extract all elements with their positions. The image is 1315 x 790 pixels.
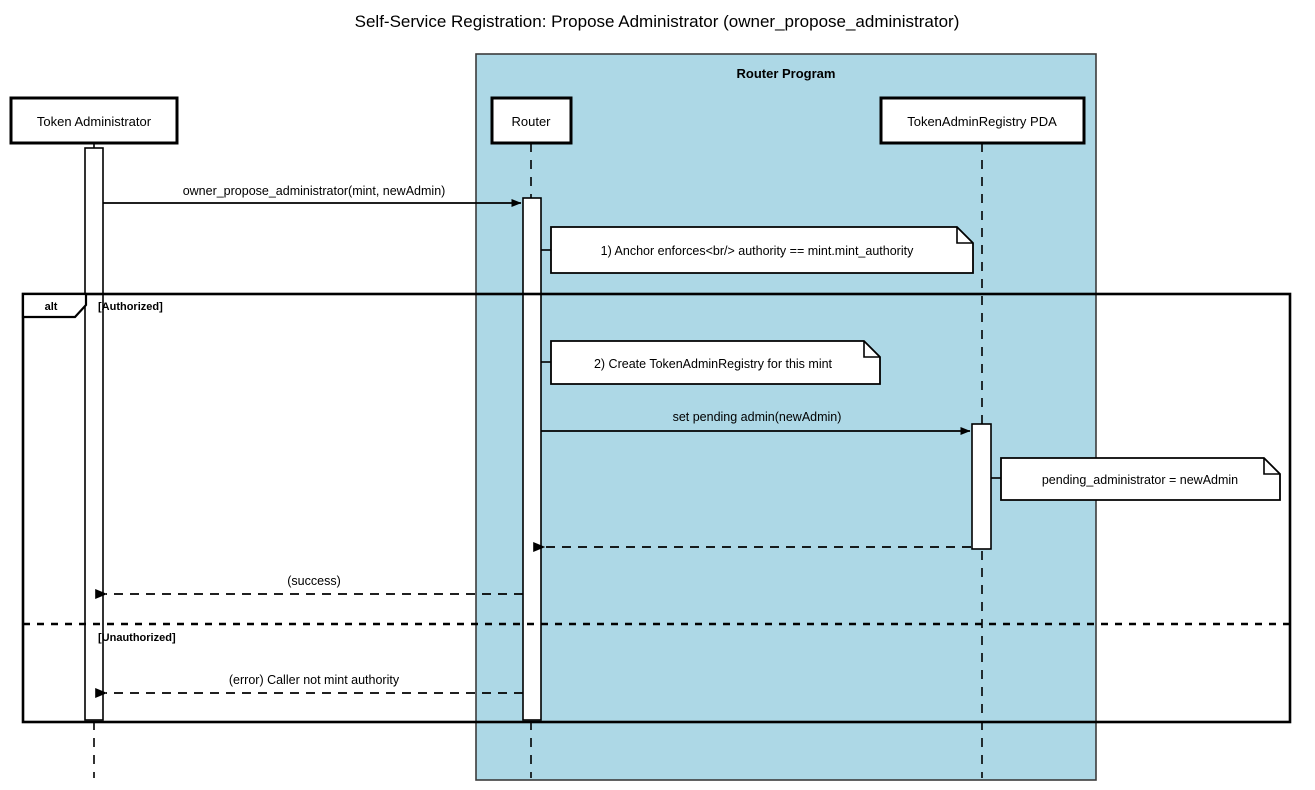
diagram-title: Self-Service Registration: Propose Admin… — [355, 12, 960, 31]
participant-token-admin-registry-pda[interactable]: TokenAdminRegistry PDA — [879, 96, 1086, 145]
note-create-registry-text: 2) Create TokenAdminRegistry for this mi… — [594, 357, 833, 371]
participant-token-administrator-box[interactable] — [9, 96, 179, 145]
group-router-program-label: Router Program — [737, 66, 836, 81]
message-success-label: (success) — [287, 574, 340, 588]
participant-router-label: Router — [511, 114, 551, 129]
participant-token-admin-registry-pda-label: TokenAdminRegistry PDA — [907, 114, 1057, 129]
note-create-registry-fold — [863, 341, 880, 358]
note-create-registry: 2) Create TokenAdminRegistry for this mi… — [541, 340, 881, 385]
note-pending-administrator: pending_administrator = newAdmin — [991, 457, 1281, 501]
message-owner-propose-administrator: owner_propose_administrator(mint, newAdm… — [103, 184, 522, 207]
fragment-alt-operator-box — [21, 292, 88, 319]
message-success: (success) — [95, 574, 523, 599]
message-set-pending-admin: set pending admin(newAdmin) — [541, 410, 971, 435]
fragment-alt-box — [21, 292, 1292, 724]
fragment-alt-guard-authorized: [Authorized] — [98, 301, 163, 313]
group-router-program: Router Program — [475, 53, 1097, 781]
activation-router — [522, 197, 542, 721]
activation-token-admin-registry-pda — [971, 423, 992, 550]
activation-token-administrator — [84, 147, 104, 721]
group-router-program-box — [475, 53, 1097, 781]
participant-token-administrator-label: Token Administrator — [37, 114, 152, 129]
message-error: (error) Caller not mint authority — [95, 673, 523, 698]
note-create-registry-box — [550, 340, 881, 385]
note-anchor-enforces: 1) Anchor enforces<br/> authority == min… — [541, 226, 974, 274]
participant-router[interactable]: Router — [490, 96, 573, 145]
note-pending-administrator-fold — [1263, 458, 1280, 475]
note-anchor-enforces-box — [550, 226, 974, 274]
participant-token-admin-registry-pda-box[interactable] — [879, 96, 1086, 145]
note-pending-administrator-text: pending_administrator = newAdmin — [1042, 473, 1238, 487]
participant-token-administrator[interactable]: Token Administrator — [9, 96, 179, 145]
note-pending-administrator-box — [1000, 457, 1281, 501]
fragment-alt: alt [Authorized] [Unauthorized] — [21, 292, 1292, 724]
participant-router-box[interactable] — [490, 96, 573, 145]
message-set-pending-admin-label: set pending admin(newAdmin) — [673, 410, 842, 424]
message-owner-propose-administrator-label: owner_propose_administrator(mint, newAdm… — [183, 184, 446, 198]
fragment-alt-guard-unauthorized: [Unauthorized] — [98, 632, 176, 644]
note-anchor-enforces-text: 1) Anchor enforces<br/> authority == min… — [601, 244, 914, 258]
note-anchor-enforces-fold — [956, 227, 973, 244]
fragment-alt-operator-label: alt — [45, 301, 58, 313]
message-error-label: (error) Caller not mint authority — [229, 673, 400, 687]
